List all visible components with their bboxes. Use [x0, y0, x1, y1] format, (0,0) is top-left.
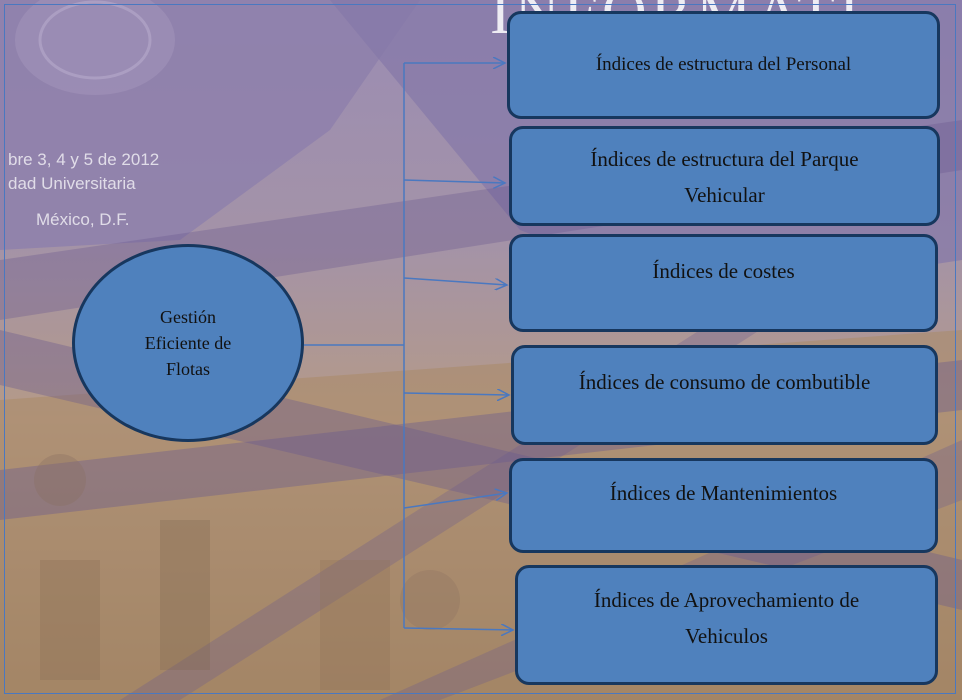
node-label: Índices de Aprovechamiento de Vehiculos [593, 588, 860, 648]
node-estructura-personal: Índices de estructura del Personal [507, 11, 940, 119]
node-label: Índices de estructura del Personal [595, 54, 852, 75]
node-estructura-parque-vehicular: Índices de estructura del Parque Vehicul… [509, 126, 940, 226]
node-label: Índices de estructura del Parque Vehicul… [590, 147, 859, 207]
node-consumo-combustible: Índices de consumo de combutible [511, 345, 938, 445]
node-label: Índices de Mantenimientos [609, 481, 838, 505]
node-label: Índices de costes [652, 259, 795, 283]
arrow-3 [403, 277, 507, 285]
venue-text: dad Universitaria [8, 174, 136, 193]
arrow-5 [403, 493, 507, 509]
arrow-4 [403, 393, 509, 395]
root-node-gestion-eficiente: Gestión Eficiente de Flotas [72, 244, 304, 442]
node-label: Índices de consumo de combutible [578, 370, 871, 394]
root-line-3: Flotas [165, 359, 210, 379]
root-line-2: Eficiente de [144, 333, 232, 353]
city-text: México, D.F. [36, 210, 130, 229]
arrow-6 [403, 628, 513, 630]
node-mantenimientos: Índices de Mantenimientos [509, 458, 938, 553]
node-costes: Índices de costes [509, 234, 938, 332]
node-aprovechamiento-vehiculos: Índices de Aprovechamiento de Vehiculos [515, 565, 938, 685]
arrow-2 [403, 180, 505, 183]
root-line-1: Gestión [160, 307, 216, 327]
event-date-text: bre 3, 4 y 5 de 2012 [8, 150, 160, 169]
